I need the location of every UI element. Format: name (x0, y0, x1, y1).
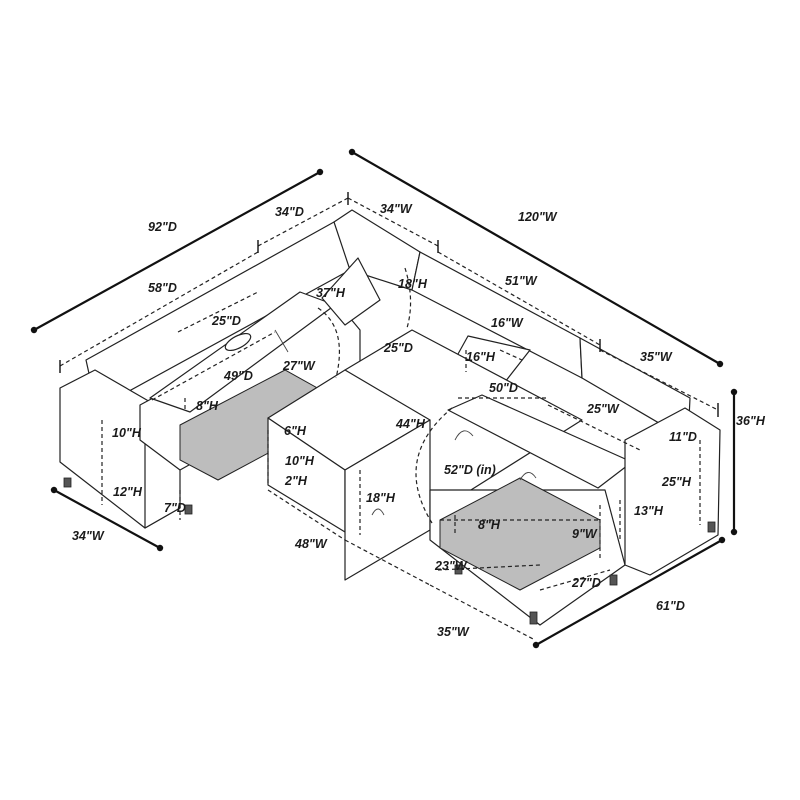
label-arm-width-right: 11"D (669, 430, 697, 444)
label-lid-height: 44"H (395, 417, 426, 431)
label-base-height-left: 12"H (113, 485, 143, 499)
leg (609, 574, 618, 586)
overall-dimension-lines (30, 148, 738, 649)
chaise-handle-left (454, 430, 474, 441)
left-throw-pillow (321, 257, 381, 326)
label-pillow-height: 16"H (466, 350, 496, 364)
label-chaise-base-height: 13"H (634, 504, 664, 518)
label-chaise-width: 25"W (586, 402, 620, 416)
label-back-height: 18"H (398, 277, 428, 291)
sofa-drawing (59, 209, 721, 626)
label-ottoman-side-height: 18"H (366, 491, 396, 505)
label-chaise-front-width: 23"W (434, 559, 468, 573)
label-ottoman-gap: 2"H (284, 474, 308, 488)
label-ottoman-width: 48"W (294, 537, 328, 551)
label-ottoman-height: 10"H (285, 454, 315, 468)
label-left-inner-depth: 58"D (148, 281, 177, 295)
right-arm (624, 407, 721, 576)
label-leg-depth: 7"D (164, 501, 186, 515)
leg (529, 611, 538, 625)
label-right-seat-width: 35"W (640, 350, 673, 364)
label-total-left-depth: 92"D (148, 220, 177, 234)
lid-hinge (274, 329, 289, 353)
leg (63, 477, 72, 488)
label-storage-height-left: 8"H (196, 399, 219, 413)
label-arm-height-right: 36"H (736, 414, 766, 428)
chaise-handle-right (519, 472, 537, 481)
label-middle-width: 51"W (505, 274, 538, 288)
label-back-corner-width: 34"W (380, 202, 413, 216)
label-chaise-depth: 61"D (656, 599, 685, 613)
label-back-left-depth: 34"D (275, 205, 304, 219)
label-arm-width-left: 34"W (72, 529, 105, 543)
dashed-dimension-lines (59, 192, 719, 641)
label-chaise-bottom-width: 35"W (437, 625, 470, 639)
label-side-height: 25"H (661, 475, 692, 489)
label-chaise-top-depth: 50"D (489, 381, 518, 395)
label-seat-height-left: 10"H (112, 426, 142, 440)
label-storage-lid-depth: 25"D (211, 314, 241, 328)
label-storage-width-left: 27"W (282, 359, 316, 373)
leg (184, 504, 193, 515)
label-lid-open-height: 37"H (316, 286, 346, 300)
label-seat-depth-center: 25"D (383, 341, 413, 355)
dimension-labels: 92"D 34"D 34"W 120"W 58"D 51"W 25"D 37"H… (72, 202, 766, 639)
label-storage-depth-left: 49"D (223, 369, 253, 383)
label-storage-inner-width: 9"W (572, 527, 598, 541)
leg (707, 521, 716, 533)
label-chaise-storage-height: 8"H (478, 518, 501, 532)
lid-handle (224, 332, 252, 352)
label-arm-seat-height: 6"H (284, 424, 307, 438)
label-chaise-inner-depth: 27"D (571, 576, 601, 590)
ottoman-handle (371, 508, 385, 516)
label-chaise-storage-depth: 52"D (in) (444, 463, 496, 477)
label-total-width: 120"W (518, 210, 558, 224)
label-pillow-width: 16"W (491, 316, 524, 330)
